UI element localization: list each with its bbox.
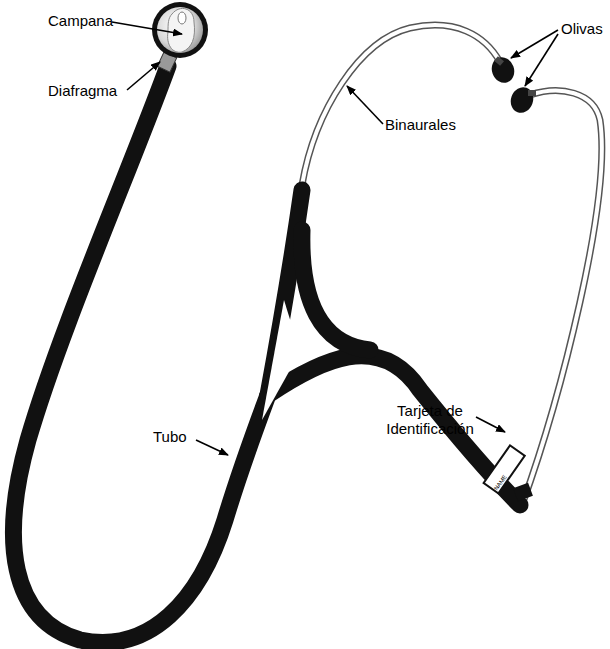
leader-lines — [112, 22, 558, 455]
tube-gap — [262, 300, 300, 420]
part-label: Binaurales — [385, 116, 456, 134]
part-label: Olivas — [561, 20, 603, 38]
part-label: Campana — [48, 12, 113, 30]
part-label: Tubo — [153, 428, 187, 446]
tubing — [13, 66, 520, 642]
binaural-tubes — [302, 25, 602, 505]
chest-piece — [152, 2, 208, 72]
part-label: Diafragma — [48, 82, 117, 100]
tag-clip — [513, 483, 533, 502]
part-label: Tarjeta de Identificación — [378, 402, 482, 438]
ear-tips — [488, 54, 537, 116]
